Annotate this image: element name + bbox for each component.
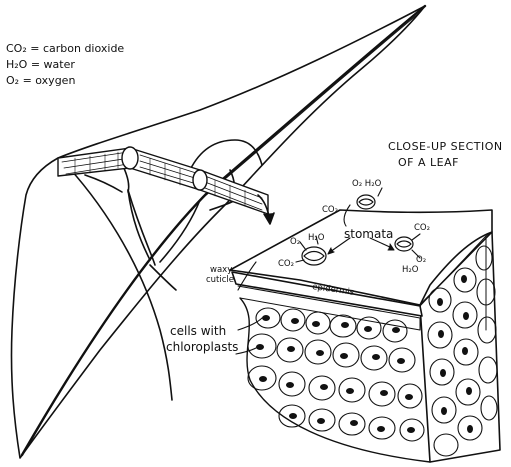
cell	[476, 278, 496, 306]
cell	[247, 333, 277, 359]
cell	[329, 314, 357, 338]
cell	[453, 338, 479, 366]
chloroplasts	[256, 275, 473, 433]
leaf-vein	[127, 189, 151, 261]
cell	[308, 408, 336, 432]
cell	[428, 287, 452, 313]
label-h2o-right: H₂O	[402, 265, 419, 275]
block-right-face	[419, 231, 501, 463]
cell	[278, 404, 306, 428]
leaf	[10, 4, 427, 459]
cell	[276, 337, 304, 363]
cell	[332, 342, 360, 368]
cell	[397, 383, 423, 409]
stomata-pores	[301, 194, 414, 266]
cell	[338, 377, 366, 403]
legend-h2o: H₂O = water	[6, 58, 75, 71]
label-co2-left: CO₂	[278, 259, 294, 269]
label-waxy: waxy	[210, 265, 232, 275]
stoma	[356, 194, 376, 210]
epidermis-layer	[231, 271, 423, 317]
legend-o2: O₂ = oxygen	[6, 74, 75, 87]
cell	[478, 356, 498, 384]
label-h2o-left: H₂O	[308, 233, 325, 243]
cell	[399, 418, 425, 442]
cell	[433, 433, 459, 457]
leaf-vein	[127, 189, 156, 266]
cell	[247, 365, 277, 391]
cell	[477, 316, 497, 344]
cell	[280, 308, 306, 332]
cross-section-band	[57, 146, 269, 215]
cell	[368, 381, 396, 407]
cell	[453, 267, 477, 293]
block-front-bottom	[239, 297, 431, 463]
leaf-vein	[84, 174, 123, 193]
label-co2-top: CO₂	[322, 205, 338, 215]
label-o2-right: O₂	[416, 255, 426, 265]
leaf-fold	[59, 157, 173, 401]
cell	[338, 412, 366, 436]
title-line1: CLOSE-UP SECTION	[388, 140, 503, 153]
stoma	[394, 236, 414, 252]
label-cells-line1: cells with	[170, 324, 226, 338]
cell	[457, 415, 483, 441]
callout-arrow	[257, 194, 275, 225]
closeup-section	[229, 209, 501, 463]
cell	[475, 245, 493, 271]
leaf-vein	[149, 264, 177, 291]
cell	[278, 371, 306, 397]
gas-arrows	[235, 187, 421, 355]
cell	[356, 316, 382, 340]
cell	[368, 416, 396, 440]
epidermis-inner	[237, 285, 421, 331]
leaf-vein	[159, 199, 201, 263]
label-o2-left: O₂	[290, 237, 300, 247]
cell	[388, 347, 416, 373]
leaf-midrib-inner	[25, 13, 419, 451]
label-co2-right: CO₂	[414, 223, 430, 233]
cell	[431, 396, 457, 424]
stoma	[301, 246, 327, 266]
label-o2-h2o-top: O₂ H₂O	[352, 179, 382, 189]
cell	[455, 378, 481, 406]
cell	[304, 339, 332, 365]
cell	[360, 345, 388, 371]
cells-group	[247, 245, 498, 457]
label-cuticle: cuticle	[206, 275, 234, 285]
legend-co2: CO₂ = carbon dioxide	[6, 42, 124, 55]
label-cells-line2: chloroplasts	[166, 340, 238, 354]
cell	[308, 375, 336, 401]
cell	[427, 321, 453, 349]
legend: CO₂ = carbon dioxide H₂O = water O₂ = ox…	[6, 42, 124, 87]
cell	[382, 319, 408, 343]
cell	[452, 301, 478, 329]
cell	[480, 395, 498, 421]
cell	[255, 307, 281, 329]
block-top-surface	[229, 209, 493, 306]
gas-labels: CO₂ O₂ H₂O stomata O₂ H₂O CO₂ CO₂ O₂ H₂O	[278, 179, 430, 275]
cell	[429, 358, 455, 386]
leaf-vein	[189, 139, 263, 171]
section-title: CLOSE-UP SECTION OF A LEAF	[388, 140, 503, 169]
label-stomata: stomata	[344, 227, 393, 241]
title-line2: OF A LEAF	[398, 156, 459, 169]
leaf-outline	[10, 5, 426, 459]
